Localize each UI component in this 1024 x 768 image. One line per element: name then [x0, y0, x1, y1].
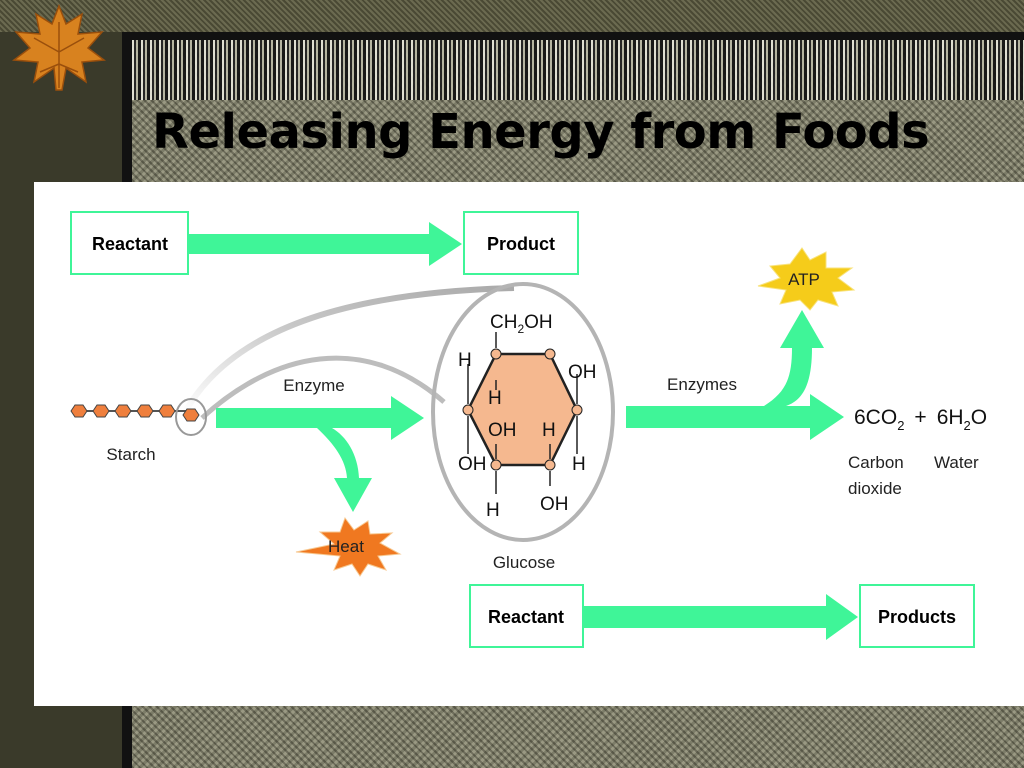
starch-label: Starch: [106, 445, 155, 464]
oh-mid-left: OH: [488, 420, 517, 441]
atp-burst: ATP: [757, 247, 856, 311]
top-reactant-box: Reactant: [70, 211, 189, 275]
enzyme-arrow: [216, 396, 424, 440]
glucose-ring: [466, 352, 579, 467]
carbon-dioxide-label-line2: dioxide: [848, 479, 902, 498]
atp-label: ATP: [788, 270, 820, 289]
bottom-products-label: Products: [878, 607, 956, 627]
enzymes-arrow: [626, 394, 844, 440]
h-upper-mid: H: [488, 388, 502, 409]
top-texture-strip: [0, 0, 1024, 32]
bottom-products-box: Products: [859, 584, 975, 648]
heat-label: Heat: [328, 537, 364, 556]
maple-leaf-icon: [11, 3, 107, 91]
zoom-arc-inner: [200, 355, 446, 420]
bottom-arrow: [583, 594, 858, 640]
diagram-panel: Reactant Product Starch Enzyme Heat: [34, 182, 1024, 706]
top-product-box: Product: [463, 211, 579, 275]
header-texture-band: [132, 40, 1024, 100]
h-mid-right: H: [542, 420, 556, 441]
starch-chain: [70, 398, 207, 436]
top-product-label: Product: [487, 234, 555, 254]
heat-burst: Heat: [295, 516, 402, 577]
zoom-arc: [181, 285, 515, 416]
products-formula: 6CO2+6H2O: [854, 406, 987, 433]
h-lower-right: H: [572, 454, 586, 475]
ch2oh-text: CH2OH: [490, 312, 553, 336]
top-arrow: [188, 222, 462, 266]
diagram-svg: Reactant Product Starch Enzyme Heat: [70, 211, 987, 648]
glucose-oval: [431, 282, 615, 542]
enzyme-label: Enzyme: [283, 376, 344, 395]
h-bottom: H: [486, 500, 500, 521]
atp-branch-arrow: [764, 310, 824, 406]
glucose-label: Glucose: [493, 553, 555, 572]
enzymes-label: Enzymes: [667, 375, 737, 394]
glucose-atoms: [462, 332, 583, 494]
h-upper-left: H: [458, 350, 472, 371]
top-reactant-label: Reactant: [92, 234, 168, 254]
slide-title: Releasing Energy from Foods: [152, 104, 930, 160]
bottom-reactant-box: Reactant: [469, 584, 584, 648]
oh-upper-right: OH: [568, 362, 597, 383]
water-label: Water: [934, 453, 979, 472]
bottom-reactant-label: Reactant: [488, 607, 564, 627]
oh-bottom: OH: [540, 494, 569, 515]
oh-lower-left: OH: [458, 454, 487, 475]
carbon-dioxide-label-line1: Carbon: [848, 453, 904, 472]
heat-branch-arrow: [317, 428, 372, 512]
